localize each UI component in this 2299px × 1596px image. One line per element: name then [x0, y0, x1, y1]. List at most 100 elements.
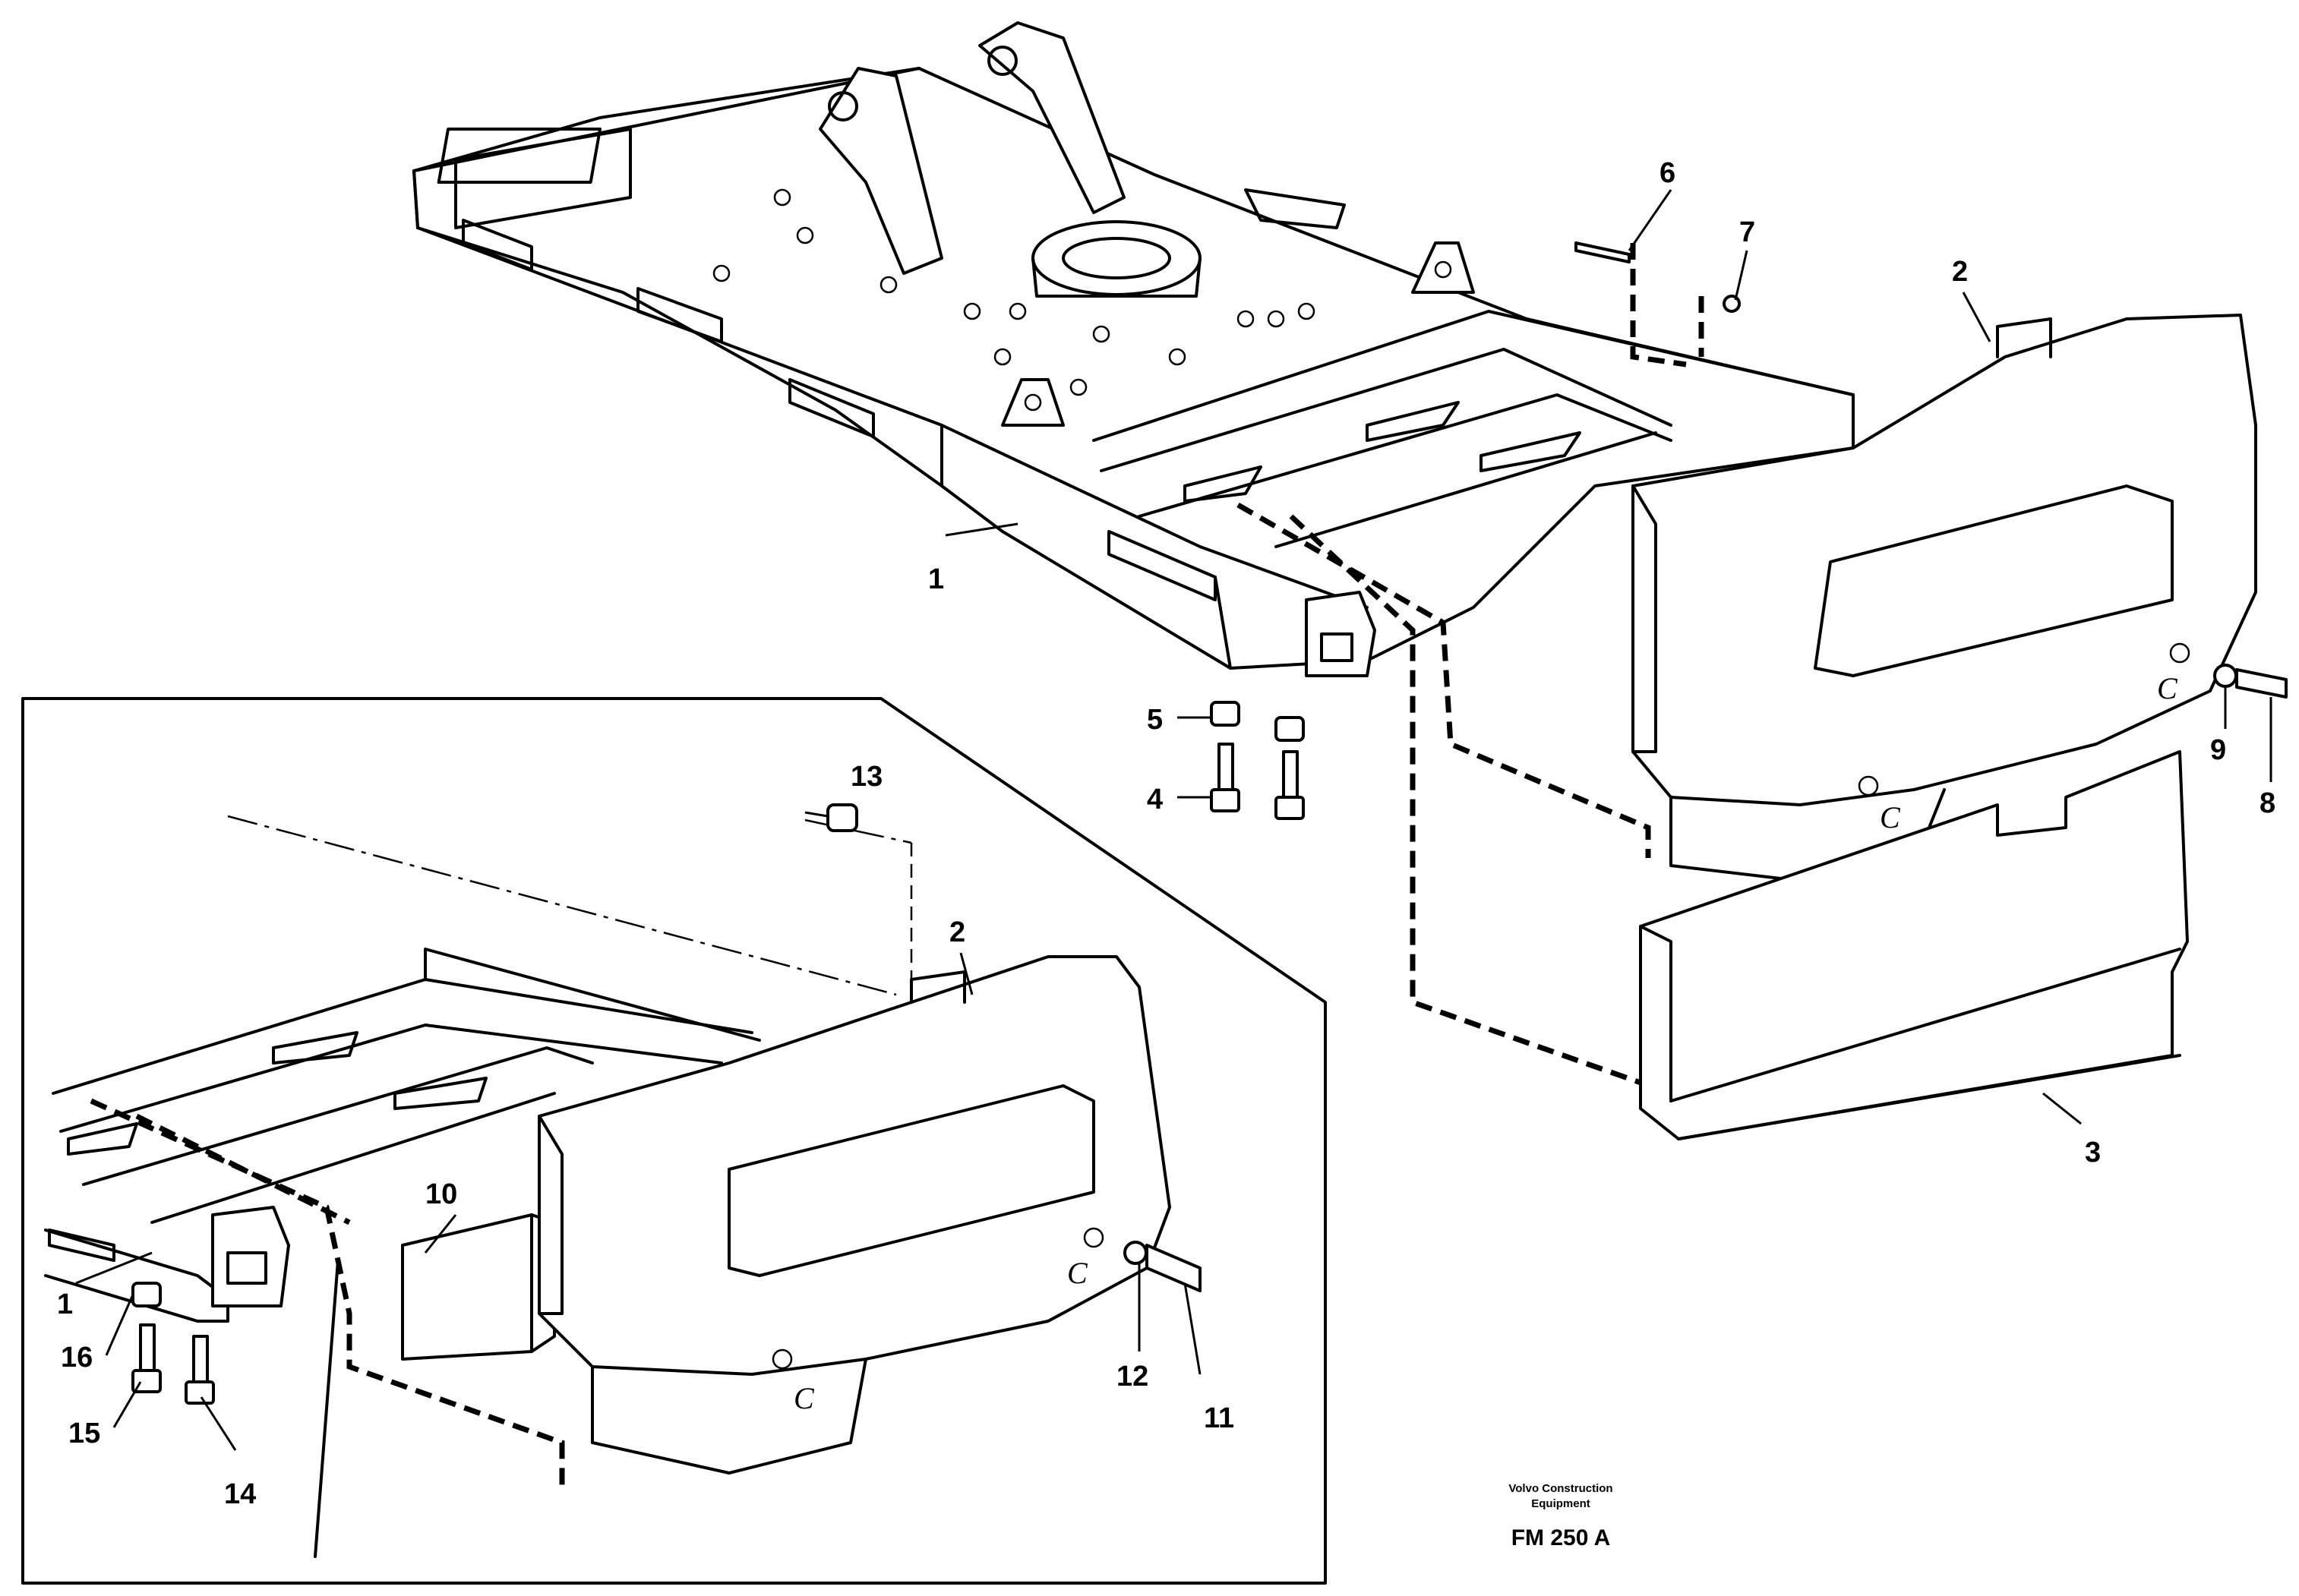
callout-main-6: 6 [1660, 157, 1675, 189]
callout-inset-13: 13 [851, 761, 883, 793]
bolt-top [1574, 241, 1631, 263]
boom-pin-left [828, 91, 858, 121]
inset-mark-2: C [1067, 1256, 1088, 1290]
inset-hole-2 [1083, 1227, 1104, 1248]
bolt-shaft-1 [1217, 743, 1234, 791]
washer-side [2213, 664, 2237, 688]
inset-border [21, 697, 1327, 1585]
frame-left-end [412, 128, 632, 229]
rear-rail-3 [1274, 431, 1657, 548]
bolt-shaft-2 [1282, 750, 1299, 799]
inset-fasteners [131, 803, 1202, 1405]
counterweight-window [1814, 484, 2174, 677]
callout-main-7: 7 [1739, 216, 1755, 248]
rear-rail-2 [1138, 393, 1672, 518]
frame-top-edge [412, 67, 921, 172]
lifting-eye-2 [1411, 241, 1475, 294]
main-frame-drawing [412, 21, 1855, 677]
inset-counterweight-notch [910, 970, 966, 1004]
inset-frame-drawing [44, 815, 912, 1361]
callout-inset-2: 2 [949, 916, 965, 948]
counterweight-hole-2 [2169, 642, 2190, 664]
footer-drawing-code: FM 250 A [1511, 1525, 1611, 1550]
inset-bolt-15-head [131, 1369, 162, 1393]
callout-inset-14: 14 [224, 1478, 256, 1510]
inset-rail-1 [59, 1024, 723, 1133]
inset-deck-edge [52, 978, 753, 1095]
rear-rail-1 [1100, 348, 1672, 472]
callout-main-4: 4 [1147, 784, 1163, 815]
callout-inset-12: 12 [1116, 1361, 1148, 1393]
inset-rail-plate-3 [393, 1077, 488, 1110]
main-fasteners [1210, 241, 2288, 820]
inset-frame-side [44, 1229, 229, 1323]
inset-side-window [48, 1229, 115, 1262]
inset-bolt-14-shaft [192, 1335, 209, 1383]
callout-main-8: 8 [2260, 787, 2275, 819]
frame-end-bracket-slot [1320, 632, 1353, 662]
callout-inset-10: 10 [425, 1178, 457, 1210]
inset-callouts: 13 2 10 12 11 1 16 15 14 [57, 761, 1234, 1510]
side-window-3 [788, 378, 875, 438]
callout-main-3: 3 [2085, 1137, 2101, 1169]
bolt-side [2235, 668, 2288, 699]
main-counterweight-drawing: C C [1631, 314, 2257, 882]
callout-inset-15: 15 [68, 1418, 100, 1449]
side-window-2 [636, 287, 723, 343]
side-window-4 [1107, 530, 1217, 601]
inset-spacer-16 [131, 1282, 162, 1307]
inset-chain-line-2 [804, 819, 912, 844]
counterweight-mark-2: C [2157, 671, 2178, 705]
callout-main-9: 9 [2210, 734, 2226, 766]
bolt-head-1 [1210, 788, 1240, 812]
frame-side-edge [416, 226, 1369, 609]
inset-rail-3 [150, 1092, 556, 1224]
lifting-eye-1 [1001, 378, 1065, 427]
callout-main-5: 5 [1147, 704, 1163, 736]
inset-leader-line [314, 1259, 339, 1558]
inset-counterweight-body [538, 955, 1171, 1376]
rail-plate-2 [1366, 401, 1460, 442]
inset-rail-plate-1 [67, 1122, 138, 1156]
footer-company-line1: Volvo Construction [1508, 1482, 1612, 1495]
inset-rail-plate-2 [272, 1031, 358, 1065]
swing-ring-inner [1062, 237, 1171, 279]
counterweight-body [1631, 314, 2257, 806]
counterweight-top-notch [1996, 317, 2052, 358]
inset-plate-10 [401, 1213, 533, 1361]
spacer-1 [1210, 701, 1240, 727]
inset-chain-line [227, 815, 897, 996]
boom-pin-right [987, 46, 1018, 76]
counterweight-mark-1: C [1880, 800, 1901, 834]
footer-company-line2: Equipment [1531, 1497, 1590, 1510]
inset-bolt-15-shaft [139, 1323, 156, 1372]
bracket-body [1639, 750, 2189, 1140]
swing-ring-wall [1031, 257, 1202, 298]
bracket-lip [1669, 948, 2181, 1102]
inset-rail-2 [82, 1046, 594, 1186]
plate-bolt-heads [712, 188, 1315, 396]
inset-counterweight-front-edge [538, 1115, 564, 1315]
bracket-bottom-edge [1677, 1054, 2181, 1140]
deck-opening [1244, 188, 1346, 229]
inset-mark-1: C [794, 1381, 815, 1415]
spacer-2 [1274, 716, 1305, 742]
inset-top-plate [424, 948, 761, 1042]
rail-plate-1 [1183, 465, 1262, 503]
inset-bolt-14-head [185, 1380, 215, 1405]
inset-bolt-11 [1145, 1244, 1202, 1292]
callout-inset-1: 1 [57, 1288, 73, 1320]
inset-washer-12 [1123, 1241, 1148, 1265]
frame-corner [1214, 576, 1232, 670]
counterweight-front-edge [1631, 484, 1657, 753]
inset-end-bracket [211, 1206, 290, 1307]
counterweight-hole-1 [1858, 775, 1879, 796]
footer-block: Volvo Construction Equipment FM 250 A [1508, 1482, 1612, 1550]
bracket-front-edge [1639, 925, 1672, 1102]
callout-main-1: 1 [928, 563, 944, 595]
swing-ring-outer [1031, 220, 1202, 296]
boom-bracket-right [978, 21, 1126, 214]
rail-plate-3 [1480, 431, 1581, 472]
